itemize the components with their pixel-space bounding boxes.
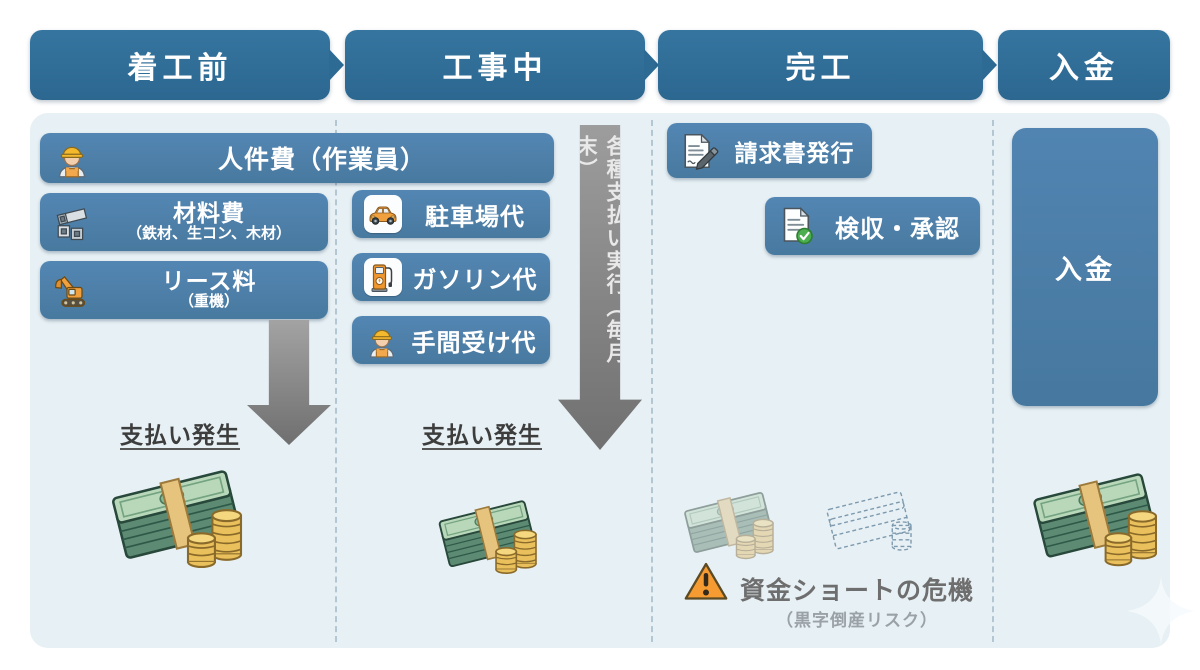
- cost-item-label: 手間受け代: [411, 329, 537, 357]
- steel-beams-icon: [52, 202, 92, 242]
- monthly-payment-arrow-label: 各種支払い実行（毎月末）: [574, 135, 627, 365]
- cost-item-label: 人件費（作業員）: [217, 146, 426, 174]
- payment-occurs-label: 支払い発生: [422, 422, 542, 448]
- risk-subtitle: （黒字倒産リスク）: [776, 611, 938, 630]
- cost-item-sublabel: （鉄材、生コン、木材）: [126, 225, 292, 243]
- cost-item-lease: リース料 （重機）: [40, 261, 328, 319]
- sparkle-icon: [1125, 575, 1197, 647]
- phase-label: 完工: [785, 52, 856, 85]
- worker-icon: [52, 138, 92, 178]
- cost-item-gasoline: ガソリン代: [352, 253, 550, 301]
- payment-occurs-label: 支払い発生: [120, 422, 240, 448]
- cost-item-parking: 駐車場代: [352, 190, 550, 238]
- cost-item-subcontract: 手間受け代: [352, 316, 550, 364]
- worker-icon: [364, 322, 400, 358]
- car-icon: [367, 198, 399, 230]
- phase-header-completion: 完工: [658, 30, 983, 100]
- cost-item-label: ガソリン代: [412, 266, 538, 294]
- cost-item-sublabel: （重機）: [178, 293, 239, 311]
- step-label: 請求書発行: [734, 139, 855, 166]
- fuel-pump-icon: [367, 261, 399, 293]
- column-divider: [992, 120, 994, 642]
- cost-item-labor: 人件費（作業員）: [40, 133, 554, 183]
- cost-item-materials: 材料費 （鉄材、生コン、木材）: [40, 193, 328, 251]
- timeline-panel: 人件費（作業員） 材料費 （鉄材、生コン、木材） リース料 （重機） 支払い発生…: [30, 113, 1170, 648]
- phase-header-deposit: 入金: [998, 30, 1170, 100]
- step-label: 検収・承認: [835, 215, 960, 243]
- risk-title: 資金ショートの危機: [739, 577, 974, 605]
- phase-label: 着工前: [127, 52, 233, 85]
- money-stack-coins-icon: [1028, 452, 1168, 572]
- cost-item-label: リース料: [161, 267, 257, 294]
- money-stack-faded-icon: [670, 478, 792, 562]
- step-invoice-issue: 請求書発行: [667, 123, 872, 178]
- excavator-icon: [52, 270, 92, 310]
- deposit-box: 入金: [1012, 128, 1158, 406]
- money-stack-coins-icon: [105, 450, 255, 572]
- step-inspection-approval: 検収・承認: [765, 197, 980, 255]
- icon-plate: [364, 195, 402, 233]
- phase-label: 工事中: [442, 52, 548, 85]
- monthly-payment-arrow: 各種支払い実行（毎月末）: [558, 125, 642, 450]
- invoice-pencil-icon: [679, 131, 719, 171]
- phase-header-during-construction: 工事中: [345, 30, 645, 100]
- column-divider: [651, 120, 653, 642]
- phase-label: 入金: [1049, 52, 1119, 85]
- column-divider: [335, 120, 337, 642]
- cost-item-label: 駐車場代: [425, 203, 525, 231]
- document-check-icon: [777, 206, 817, 246]
- money-stack-dashed-outline-icon: [806, 478, 936, 558]
- deposit-box-label: 入金: [1055, 254, 1115, 285]
- icon-plate: [364, 258, 402, 296]
- money-stack-coins-icon: [428, 485, 552, 577]
- cost-item-label: 材料費: [173, 199, 245, 226]
- phase-header-pre-construction: 着工前: [30, 30, 330, 100]
